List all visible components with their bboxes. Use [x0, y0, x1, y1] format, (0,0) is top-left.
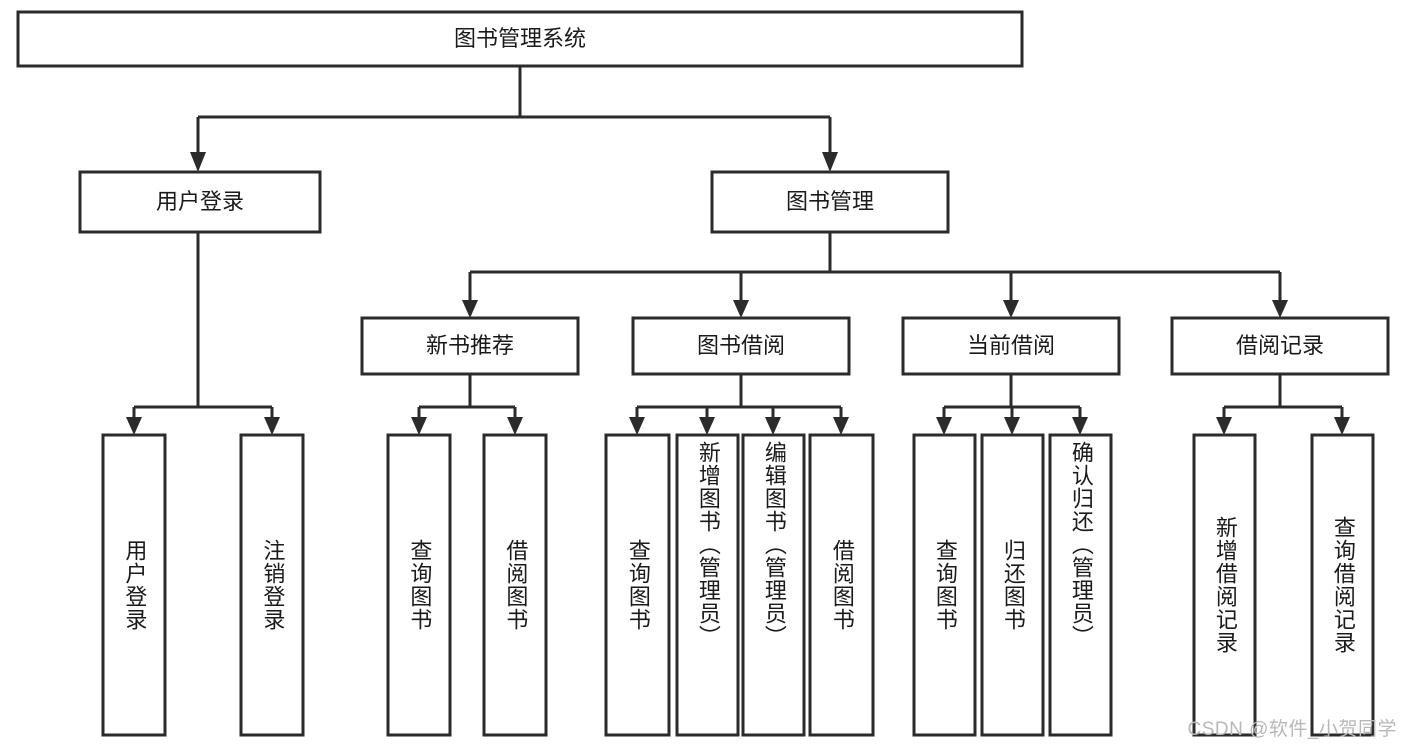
node-box-leaf-query-record[interactable] — [1310, 433, 1375, 737]
arrow-leaf-7 — [833, 417, 849, 435]
arrow-leaf-2 — [411, 417, 427, 435]
node-label-current-borrow: 当前借阅 — [967, 333, 1055, 358]
arrow-leaf-6 — [765, 417, 781, 435]
node-box-leaf-user-login[interactable] — [101, 433, 167, 737]
node-label-borrow-records: 借阅记录 — [1236, 333, 1324, 358]
node-box-leaf-query-book-2[interactable] — [604, 433, 671, 737]
node-box-user-login[interactable] — [78, 170, 322, 234]
node-box-leaf-query-book-1[interactable] — [386, 433, 452, 737]
node-box-book-management[interactable] — [710, 170, 950, 234]
node-label-book-borrow: 图书借阅 — [697, 333, 785, 358]
node-box-leaf-add-record[interactable] — [1192, 433, 1257, 737]
node-box-leaf-return-book[interactable] — [980, 433, 1045, 737]
csdn-watermark: CSDN @软件_小贺同学 — [1187, 719, 1397, 740]
arrow-to-borrow — [733, 300, 749, 318]
arrow-leaf-12 — [1334, 417, 1350, 435]
arrow-to-user-login — [190, 152, 206, 172]
arrow-to-newbook — [462, 300, 478, 318]
arrow-leaf-5 — [699, 417, 715, 435]
node-box-root[interactable] — [16, 10, 1024, 68]
node-box-current-borrow[interactable] — [901, 316, 1121, 376]
arrow-leaf-11 — [1216, 417, 1232, 435]
node-box-borrow-records[interactable] — [1170, 316, 1390, 376]
node-box-leaf-edit-book[interactable] — [741, 433, 806, 737]
node-label-user-login: 用户登录 — [156, 189, 244, 214]
node-box-leaf-logout[interactable] — [239, 433, 305, 737]
node-box-leaf-borrow-book-1[interactable] — [482, 433, 548, 737]
arrow-to-book-manage — [822, 152, 838, 172]
node-box-new-book-recommend[interactable] — [360, 316, 580, 376]
node-label-book-management: 图书管理 — [786, 189, 874, 214]
node-box-leaf-query-book-3[interactable] — [912, 433, 977, 737]
node-label-root: 图书管理系统 — [454, 26, 586, 51]
arrow-leaf-9 — [1004, 417, 1020, 435]
node-box-book-borrow[interactable] — [631, 316, 851, 376]
arrow-leaf-0 — [126, 417, 142, 435]
edges-layer — [126, 66, 1350, 435]
arrow-leaf-8 — [936, 417, 952, 435]
nodes-layer: 图书管理系统 用户登录 图书管理 新书推荐 图书借阅 当前借阅 借阅记录 — [16, 10, 1390, 737]
node-box-leaf-add-book[interactable] — [675, 433, 740, 737]
arrow-leaf-10 — [1072, 417, 1088, 435]
node-box-leaf-confirm-return[interactable] — [1048, 433, 1113, 737]
node-label-new-book-recommend: 新书推荐 — [426, 333, 514, 358]
arrow-to-records — [1272, 300, 1288, 318]
arrow-leaf-4 — [629, 417, 645, 435]
arrow-leaf-3 — [507, 417, 523, 435]
arrow-to-current — [1003, 300, 1019, 318]
node-box-leaf-borrow-book-2[interactable] — [808, 433, 875, 737]
arrow-leaf-1 — [264, 417, 280, 435]
